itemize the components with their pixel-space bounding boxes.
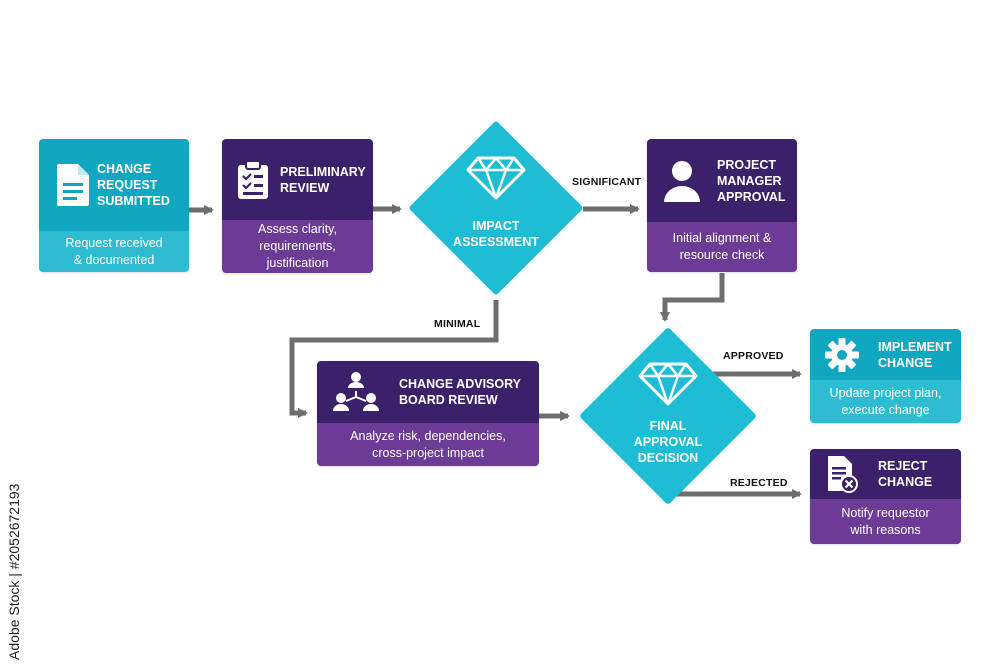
decision-diamond <box>408 120 584 296</box>
arrow-pm-to-final <box>660 273 725 322</box>
node-pm-approval: PROJECT MANAGER APPROVAL Initial alignme… <box>647 139 797 272</box>
decision-title: FINAL APPROVAL DECISION <box>633 419 703 465</box>
node-title: PROJECT MANAGER APPROVAL <box>717 157 786 204</box>
document-icon <box>51 163 95 207</box>
team-network-icon <box>331 371 381 413</box>
node-cab-review: CHANGE ADVISORY BOARD REVIEW Analyze ris… <box>317 361 539 466</box>
node-description: Notify requestor with reasons <box>810 499 961 544</box>
clipboard-checklist-icon <box>236 159 270 200</box>
node-change-request: CHANGE REQUEST SUBMITTED Request receive… <box>39 139 189 272</box>
document-x-icon <box>822 455 862 493</box>
node-title: PRELIMINARY REVIEW <box>280 164 366 195</box>
node-description: Initial alignment & resource check <box>647 222 797 272</box>
node-description: Analyze risk, dependencies, cross-projec… <box>317 423 539 466</box>
node-description: Request received & documented <box>39 231 189 272</box>
node-reject: REJECT CHANGE Notify requestor with reas… <box>810 449 961 544</box>
stock-watermark: Adobe Stock | #205267219​3 <box>6 420 28 660</box>
diamond-gem-icon <box>466 156 526 200</box>
node-title: REJECT CHANGE <box>878 459 933 489</box>
edge-label-approved: APPROVED <box>723 350 784 362</box>
node-preliminary-review: PRELIMINARY REVIEW Assess clarity, requi… <box>222 139 373 273</box>
edge-label-rejected: REJECTED <box>730 477 788 489</box>
watermark-text: Adobe Stock | #205267219​3 <box>6 483 22 660</box>
user-icon <box>659 159 705 203</box>
node-title: CHANGE REQUEST SUBMITTED <box>97 162 170 208</box>
edge-label-minimal: MINIMAL <box>434 318 481 330</box>
node-description: Assess clarity, requirements, justificat… <box>222 220 373 273</box>
diamond-gem-icon <box>638 362 698 406</box>
edge-label-significant: SIGNIFICANT <box>572 176 642 188</box>
node-title: IMPLEMENT CHANGE <box>878 339 952 370</box>
node-implement: IMPLEMENT CHANGE Update project plan, ex… <box>810 329 961 423</box>
node-title: CHANGE ADVISORY BOARD REVIEW <box>399 377 522 407</box>
gear-icon <box>822 337 862 373</box>
node-description: Update project plan, execute change <box>810 380 961 423</box>
decision-title: IMPACT ASSESSMENT <box>452 219 540 249</box>
